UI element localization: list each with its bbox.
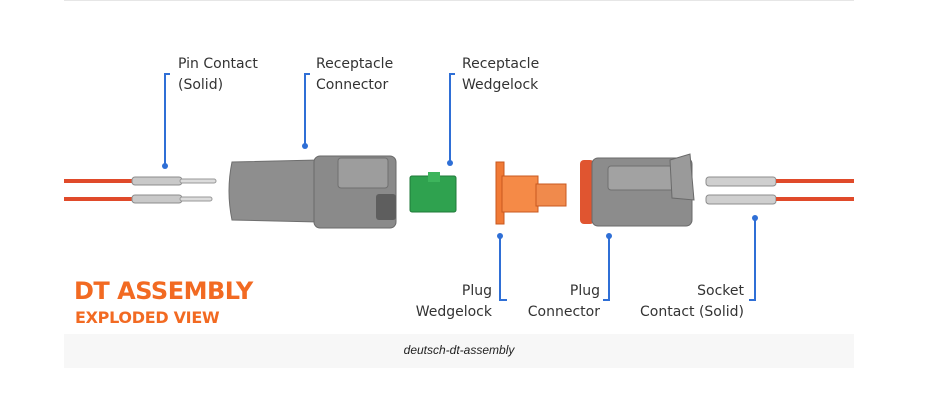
label-plug-connector: Plug Connector <box>527 283 600 320</box>
diagram-frame <box>64 0 854 335</box>
socket-contacts-image <box>705 176 854 205</box>
label-socket-contact: Socket Contact (Solid) <box>640 283 744 320</box>
leader-lines <box>164 73 756 301</box>
label-receptacle-wedgelock: Receptacle Wedgelock <box>462 56 540 93</box>
receptacle-connector-image <box>228 155 397 229</box>
label-pin-contact: Pin Contact (Solid) <box>178 56 258 93</box>
diagram-subtitle: EXPLODED VIEW <box>75 308 220 327</box>
image-caption: deutsch-dt-assembly <box>403 343 515 357</box>
plug-wedgelock-image <box>495 161 567 225</box>
caption-bar: deutsch-dt-assembly <box>64 334 854 368</box>
label-receptacle-connector: Receptacle Connector <box>316 56 394 93</box>
leader-dots <box>162 143 758 239</box>
label-plug-wedgelock: Plug Wedgelock <box>415 283 492 320</box>
pin-contacts-image <box>131 176 217 204</box>
receptacle-wedgelock-image <box>409 172 457 213</box>
plug-connector-image <box>580 153 695 227</box>
diagram-title: DT ASSEMBLY <box>74 277 253 305</box>
left-wires <box>64 179 140 201</box>
